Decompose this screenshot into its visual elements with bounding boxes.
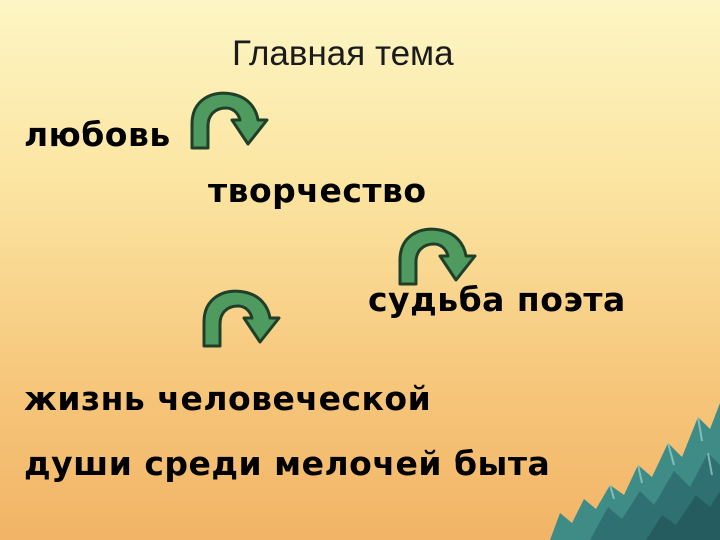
curved-arrow-icon	[202, 289, 281, 348]
curved-arrow-icon	[398, 227, 477, 286]
topic-soul-among-trifles: души среди мелочей быта	[24, 444, 551, 483]
curved-arrow-icon	[190, 91, 269, 150]
topic-creativity: творчество	[208, 171, 427, 210]
mountains-icon	[550, 403, 720, 540]
slide-title: Главная тема	[232, 34, 454, 73]
topic-love: любовь	[24, 115, 171, 154]
topic-human-life: жизнь человеческой	[24, 379, 432, 418]
topic-poet-fate: судьба поэта	[368, 280, 626, 319]
